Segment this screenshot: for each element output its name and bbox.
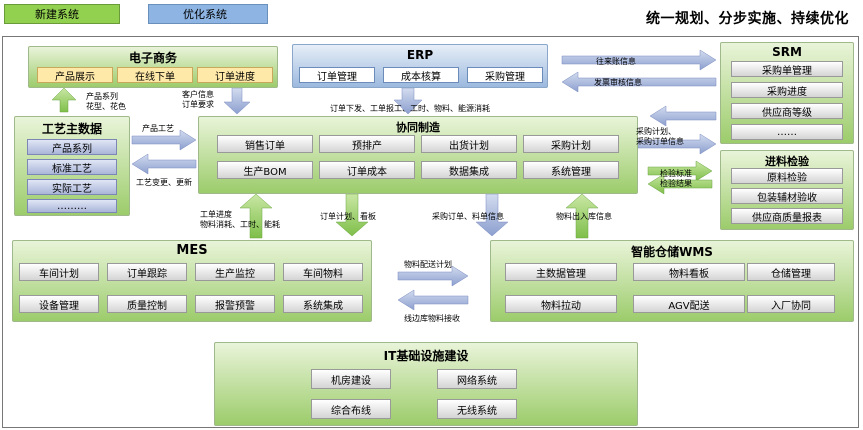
it-server-room[interactable]: 机房建设 [311, 369, 391, 389]
proc-more[interactable]: ……… [27, 199, 117, 213]
mes-quality-control[interactable]: 质量控制 [107, 295, 187, 313]
collab-order-cost[interactable]: 订单成本 [319, 161, 415, 179]
flow-from-srm: 发票审核信息 [594, 78, 642, 87]
collab-mfg-group: 协同制造 销售订单 预排产 出货计划 采购计划 生产BOM 订单成本 数据集成 … [198, 116, 638, 194]
erp-order-mgmt[interactable]: 订单管理 [299, 67, 375, 83]
collab-pre-scheduling[interactable]: 预排产 [319, 135, 415, 153]
insp-supplier-report[interactable]: 供应商质量报表 [731, 208, 843, 224]
inspection-group: 进料检验 原料检验 包装辅材验收 供应商质量报表 [720, 150, 854, 230]
wms-title: 智能仓储WMS [631, 245, 713, 259]
srm-more[interactable]: …… [731, 124, 843, 140]
proc-standard[interactable]: 标准工艺 [27, 159, 117, 175]
erp-title: ERP [406, 48, 434, 62]
flow-inspection: 检验标准 检验结果 [660, 169, 692, 188]
ec-online-order[interactable]: 在线下单 [117, 67, 193, 83]
process-master-group: 工艺主数据 产品系列 标准工艺 实际工艺 ……… [14, 116, 130, 216]
legend-optimize-label: 优化系统 [183, 8, 227, 21]
legend-new-label: 新建系统 [35, 8, 79, 21]
diagram-frame [2, 36, 859, 428]
flow-ec-up: 客户信息 订单要求 [182, 90, 214, 109]
flow-erp-down: 订单下发、工单报工、工时、物料、能源消耗 [330, 104, 490, 113]
it-infra-title: IT基础设施建设 [383, 349, 469, 363]
flow-to-srm: 往来账信息 [596, 57, 636, 66]
wms-master-data[interactable]: 主数据管理 [505, 263, 617, 281]
mes-equipment-mgmt[interactable]: 设备管理 [19, 295, 99, 313]
erp-cost-accounting[interactable]: 成本核算 [383, 67, 459, 83]
collab-data-integration[interactable]: 数据集成 [421, 161, 517, 179]
flow-mes-down: 订单计划、看板 [320, 212, 376, 221]
insp-packaging[interactable]: 包装辅材验收 [731, 188, 843, 204]
erp-purchase-mgmt[interactable]: 采购管理 [467, 67, 543, 83]
collab-shipping-plan[interactable]: 出货计划 [421, 135, 517, 153]
wms-group: 智能仓储WMS 主数据管理 物料看板 仓储管理 物料拉动 AGV配送 入厂协同 [490, 240, 854, 322]
mes-alarm-warning[interactable]: 报警预警 [195, 295, 275, 313]
srm-group: SRM 采购单管理 采购进度 供应商等级 …… [720, 42, 854, 144]
mes-production-monitor[interactable]: 生产监控 [195, 263, 275, 281]
legend-optimize-system: 优化系统 [148, 4, 268, 24]
flow-wms-mes: 线边库物料接收 [404, 314, 460, 323]
process-master-title: 工艺主数据 [41, 122, 102, 136]
srm-supplier-grade[interactable]: 供应商等级 [731, 103, 843, 119]
mes-system-integration[interactable]: 系统集成 [283, 295, 363, 313]
mes-title: MES [176, 243, 208, 258]
inspection-title: 进料检验 [765, 155, 809, 168]
ecommerce-group: 电子商务 产品展示 在线下单 订单进度 [28, 46, 278, 88]
collab-mfg-title: 协同制造 [396, 121, 440, 134]
wms-agv-delivery[interactable]: AGV配送 [633, 295, 745, 313]
legend-new-system: 新建系统 [4, 4, 120, 24]
srm-title: SRM [772, 45, 802, 59]
srm-po-mgmt[interactable]: 采购单管理 [731, 61, 843, 77]
collab-sales-order[interactable]: 销售订单 [217, 135, 313, 153]
insp-raw-material[interactable]: 原料检验 [731, 168, 843, 184]
flow-srm-collab: 采购计划、 采购订单信息 [636, 127, 684, 146]
collab-purchase-plan[interactable]: 采购计划 [523, 135, 619, 153]
erp-group: ERP 订单管理 成本核算 采购管理 [292, 44, 548, 88]
slogan: 统一规划、分步实施、持续优化 [646, 11, 849, 27]
flow-process-left: 工艺变更、更新 [136, 178, 192, 187]
it-network[interactable]: 网络系统 [437, 369, 517, 389]
it-wireless[interactable]: 无线系统 [437, 399, 517, 419]
flow-process-right: 产品工艺 [142, 124, 174, 133]
ec-product-display[interactable]: 产品展示 [37, 67, 113, 83]
flow-mes-up: 工单进度 物料消耗、工时、能耗 [200, 210, 280, 229]
flow-wms-down: 采购订单、料单信息 [432, 212, 504, 221]
collab-system-mgmt[interactable]: 系统管理 [523, 161, 619, 179]
wms-material-kanban[interactable]: 物料看板 [633, 263, 745, 281]
flow-mes-wms: 物料配送计划 [404, 260, 452, 269]
flow-ec-down: 产品系列 花型、花色 [86, 92, 126, 111]
wms-warehouse-mgmt[interactable]: 仓储管理 [747, 263, 835, 281]
ec-order-progress[interactable]: 订单进度 [197, 67, 273, 83]
ecommerce-title: 电子商务 [128, 51, 177, 65]
flow-wms-up: 物料出入库信息 [556, 212, 612, 221]
proc-actual[interactable]: 实际工艺 [27, 179, 117, 195]
mes-workshop-plan[interactable]: 车间计划 [19, 263, 99, 281]
mes-order-tracking[interactable]: 订单跟踪 [107, 263, 187, 281]
proc-product-series[interactable]: 产品系列 [27, 139, 117, 155]
wms-inbound-collab[interactable]: 入厂协同 [747, 295, 835, 313]
wms-material-pull[interactable]: 物料拉动 [505, 295, 617, 313]
srm-po-progress[interactable]: 采购进度 [731, 82, 843, 98]
collab-production-bom[interactable]: 生产BOM [217, 161, 313, 179]
mes-workshop-material[interactable]: 车间物料 [283, 263, 363, 281]
it-cabling[interactable]: 综合布线 [311, 399, 391, 419]
mes-group: MES 车间计划 订单跟踪 生产监控 车间物料 设备管理 质量控制 报警预警 系… [12, 240, 372, 322]
it-infra-group: IT基础设施建设 机房建设 网络系统 综合布线 无线系统 [214, 342, 638, 426]
